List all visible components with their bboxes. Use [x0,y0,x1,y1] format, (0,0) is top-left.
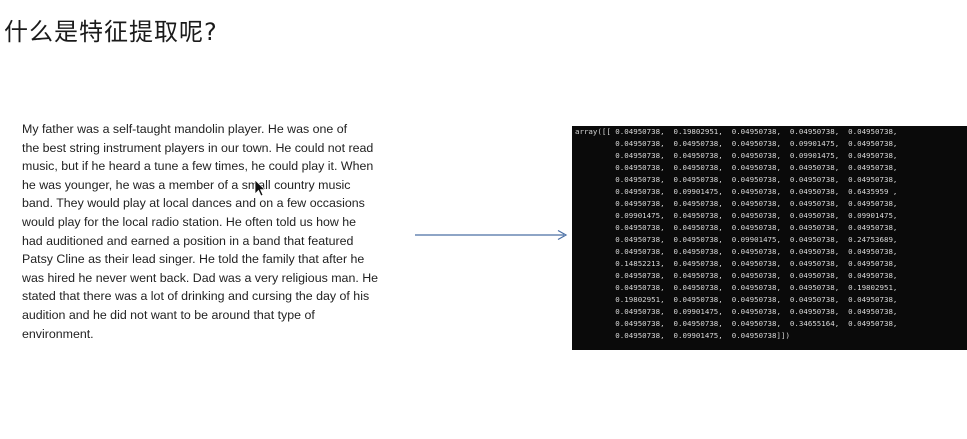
passage-line: was hired he never went back. Dad was a … [22,270,379,285]
passage-line: audition and he did not want to be aroun… [22,307,315,322]
terminal-line: 0.04950738, 0.04950738, 0.04950738, 0.34… [575,319,898,328]
terminal-line: 0.09901475, 0.04950738, 0.04950738, 0.04… [575,211,898,220]
passage-line: the best string instrument players in ou… [22,140,374,155]
terminal-line: 0.04950738, 0.09901475, 0.04950738, 0.04… [575,307,898,316]
passage-line: environment. [22,326,94,341]
terminal-line: 0.04950738, 0.04950738, 0.04950738, 0.04… [575,223,898,232]
passage-line: would play for the local radio station. … [22,214,357,229]
terminal-line: 0.04950738, 0.04950738, 0.04950738, 0.04… [575,199,898,208]
text-passage: My father was a self-taught mandolin pla… [22,120,422,343]
terminal-line: 0.04950738, 0.04950738, 0.04950738, 0.04… [575,271,898,280]
terminal-line: 0.04950738, 0.04950738, 0.04950738, 0.04… [575,283,898,292]
terminal-line: 0.04950738, 0.04950738, 0.09901475, 0.04… [575,235,898,244]
terminal-line: 0.19802951, 0.04950738, 0.04950738, 0.04… [575,295,898,304]
terminal-line: 0.04950738, 0.04950738, 0.04950738, 0.04… [575,247,898,256]
right-arrow-icon [415,229,568,241]
passage-line: band. They would play at local dances an… [22,196,365,211]
terminal-line: 0.04950738, 0.04950738, 0.04950738, 0.04… [575,175,898,184]
passage-line: he was younger, he was a member of a sma… [22,177,351,192]
passage-line: Patsy Cline as their lead singer. He tol… [22,252,365,267]
terminal-line: array([[ 0.04950738, 0.19802951, 0.04950… [575,127,898,136]
terminal-line: 0.14852213, 0.04950738, 0.04950738, 0.04… [575,259,898,268]
mouse-pointer-icon [254,179,266,197]
terminal-line: 0.04950738, 0.09901475, 0.04950738, 0.04… [575,187,898,196]
passage-line: My father was a self-taught mandolin pla… [22,122,348,136]
terminal-line: 0.04950738, 0.09901475, 0.04950738]]) [575,331,790,340]
terminal-line: 0.04950738, 0.04950738, 0.04950738, 0.04… [575,163,898,172]
terminal-line: 0.04950738, 0.04950738, 0.04950738, 0.09… [575,151,898,160]
terminal-output: array([[ 0.04950738, 0.19802951, 0.04950… [572,126,967,350]
passage-line: music, but if he heard a tune a few time… [22,159,374,174]
passage-line: had auditioned and earned a position in … [22,233,354,248]
slide-title: 什么是特征提取呢? [4,18,218,46]
terminal-line: 0.04950738, 0.04950738, 0.04950738, 0.09… [575,139,898,148]
passage-line: stated that there was a lot of drinking … [22,289,370,304]
